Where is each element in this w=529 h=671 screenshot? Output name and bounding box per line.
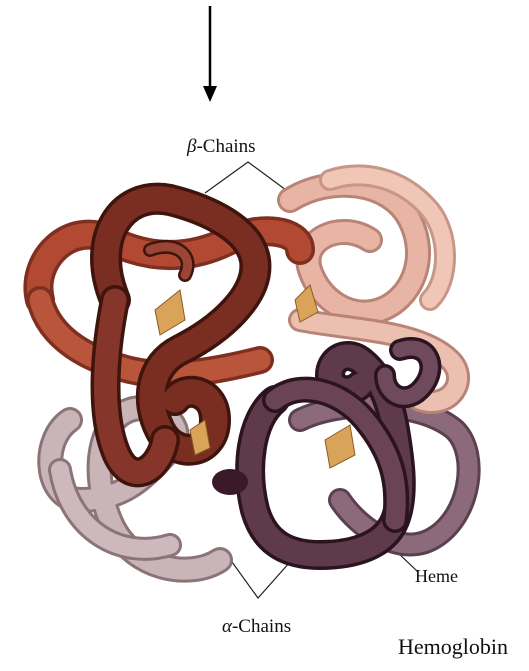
alpha-chains-text: -Chains [232,616,291,637]
beta-chains-label: β-Chains [187,136,256,158]
alpha-chains-leader-lines [232,562,290,598]
beta-chains-leader-lines [205,162,290,193]
alpha-chains-label: α-Chains [222,616,291,638]
figure-title: Hemoglobin [398,634,508,660]
heme-label: Heme [415,566,458,587]
beta-chains-text: -Chains [196,136,255,157]
alpha-chain-front [212,348,430,555]
down-arrow-icon [203,6,217,102]
alpha-symbol: α [222,616,232,637]
